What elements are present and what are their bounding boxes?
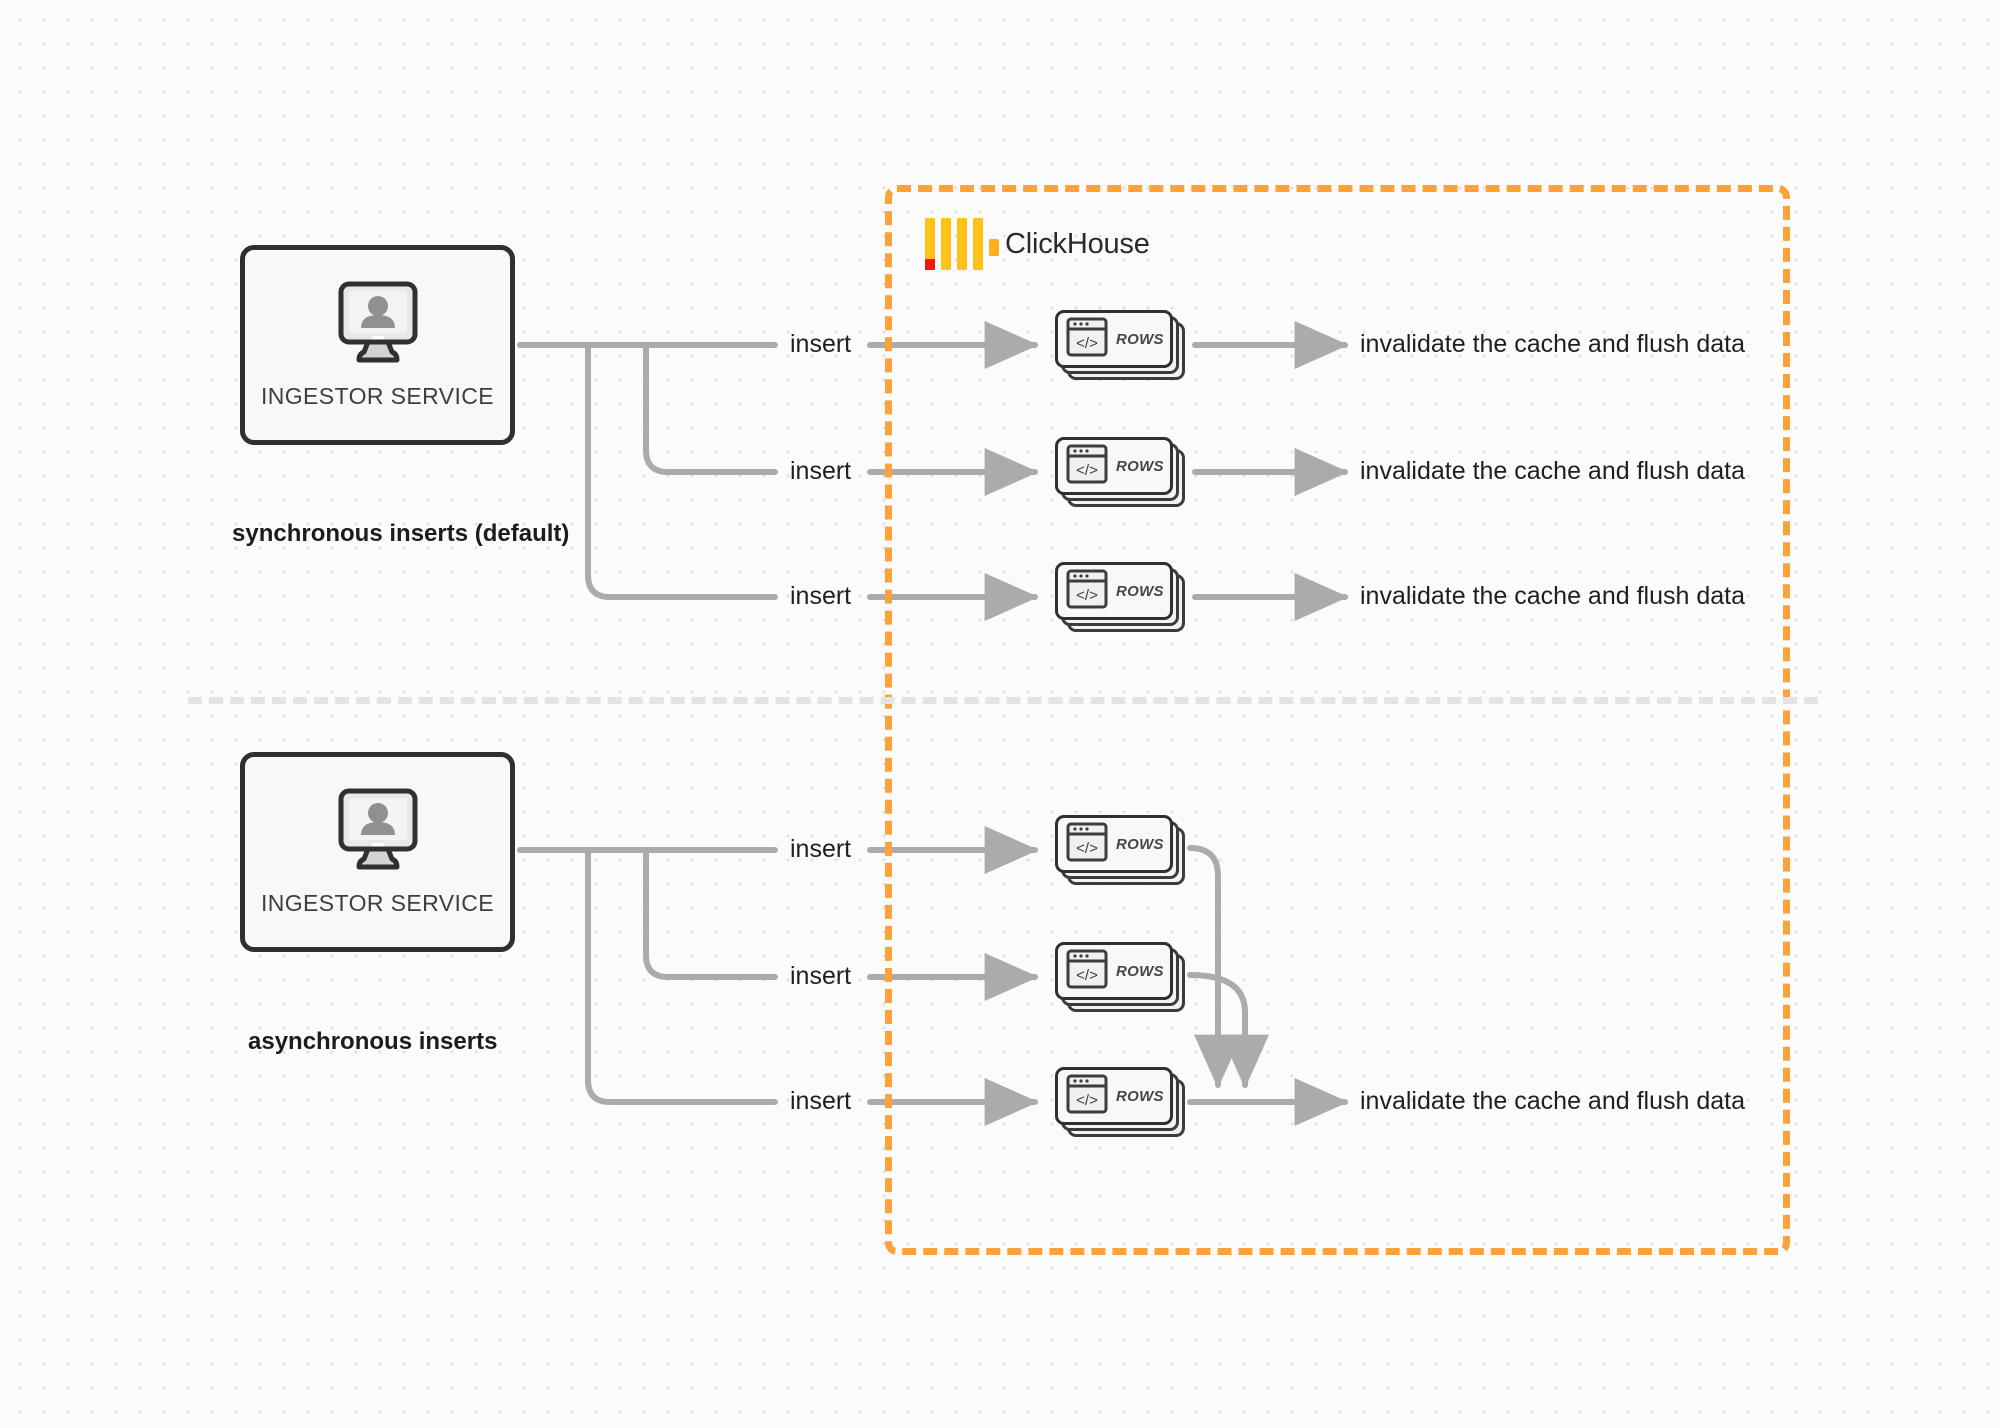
clickhouse-logo-icon xyxy=(925,218,999,270)
svg-text:</>: </> xyxy=(1076,335,1098,352)
monitor-user-icon xyxy=(331,280,425,371)
rows-label: ROWS xyxy=(1116,582,1164,600)
section-divider xyxy=(188,697,1818,704)
rows-card-sync-3[interactable]: </> ROWS xyxy=(1055,562,1185,632)
svg-text:</>: </> xyxy=(1076,587,1098,604)
rows-card-async-1[interactable]: </> ROWS xyxy=(1055,815,1185,885)
rows-label: ROWS xyxy=(1116,1087,1164,1105)
svg-text:</>: </> xyxy=(1076,840,1098,857)
clickhouse-boundary xyxy=(885,185,1790,1255)
insert-label-async-3: insert xyxy=(790,1087,852,1115)
rows-card-async-3[interactable]: </> ROWS xyxy=(1055,1067,1185,1137)
clickhouse-name: ClickHouse xyxy=(1005,227,1150,260)
insert-label-sync-2: insert xyxy=(790,457,852,485)
ingestor-service-label: INGESTOR SERVICE xyxy=(260,890,495,916)
code-window-icon: </> xyxy=(1066,569,1108,614)
outcome-label-sync-2: invalidate the cache and flush data xyxy=(1360,457,1745,485)
rows-label: ROWS xyxy=(1116,835,1164,853)
caption-asynchronous: asynchronous inserts xyxy=(248,1028,498,1055)
rows-card-sync-2[interactable]: </> ROWS xyxy=(1055,437,1185,507)
insert-label-async-1: insert xyxy=(790,835,852,863)
code-window-icon: </> xyxy=(1066,822,1108,867)
rows-card-async-2[interactable]: </> ROWS xyxy=(1055,942,1185,1012)
rows-card-sync-1[interactable]: </> ROWS xyxy=(1055,310,1185,380)
outcome-label-sync-3: invalidate the cache and flush data xyxy=(1360,582,1745,610)
svg-text:</>: </> xyxy=(1076,1092,1098,1109)
ingestor-service-asynchronous[interactable]: INGESTOR SERVICE xyxy=(240,752,515,952)
code-window-icon: </> xyxy=(1066,949,1108,994)
insert-label-async-2: insert xyxy=(790,962,852,990)
rows-label: ROWS xyxy=(1116,330,1164,348)
outcome-label-sync-1: invalidate the cache and flush data xyxy=(1360,330,1745,358)
ingestor-service-synchronous[interactable]: INGESTOR SERVICE xyxy=(240,245,515,445)
ingestor-service-label: INGESTOR SERVICE xyxy=(260,383,495,409)
monitor-user-icon xyxy=(331,787,425,878)
caption-synchronous: synchronous inserts (default) xyxy=(232,520,570,547)
code-window-icon: </> xyxy=(1066,317,1108,362)
outcome-label-async-merged: invalidate the cache and flush data xyxy=(1360,1087,1745,1115)
svg-text:</>: </> xyxy=(1076,967,1098,984)
code-window-icon: </> xyxy=(1066,444,1108,489)
svg-text:</>: </> xyxy=(1076,462,1098,479)
insert-label-sync-1: insert xyxy=(790,330,852,358)
clickhouse-brand: ClickHouse xyxy=(925,218,1150,270)
insert-label-sync-3: insert xyxy=(790,582,852,610)
code-window-icon: </> xyxy=(1066,1074,1108,1119)
rows-label: ROWS xyxy=(1116,457,1164,475)
rows-label: ROWS xyxy=(1116,962,1164,980)
